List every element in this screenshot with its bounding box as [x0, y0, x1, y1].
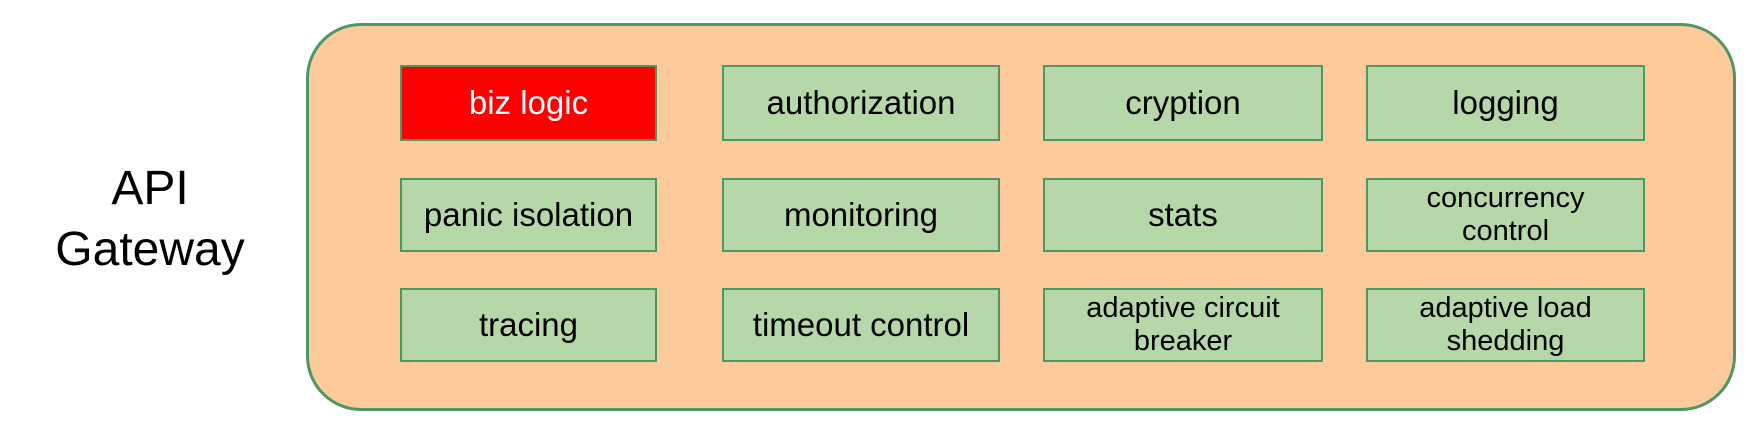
feature-box-panic-isolation: panic isolation — [400, 178, 657, 252]
feature-box-biz-logic: biz logic — [400, 65, 657, 141]
feature-box-adaptive-load-shedding: adaptive load shedding — [1366, 288, 1645, 362]
api-gateway-label: API Gateway — [55, 162, 245, 277]
feature-box-monitoring: monitoring — [722, 178, 1000, 252]
feature-box-authorization: authorization — [722, 65, 1000, 141]
feature-box-timeout-control: timeout control — [722, 288, 1000, 362]
feature-box-stats: stats — [1043, 178, 1323, 252]
feature-box-tracing: tracing — [400, 288, 657, 362]
feature-box-adaptive-circuit-breaker: adaptive circuit breaker — [1043, 288, 1323, 362]
feature-box-logging: logging — [1366, 65, 1645, 141]
api-gateway-container: biz logic authorization cryption logging… — [306, 23, 1736, 411]
feature-box-concurrency-control: concurrency control — [1366, 178, 1645, 252]
feature-box-cryption: cryption — [1043, 65, 1323, 141]
